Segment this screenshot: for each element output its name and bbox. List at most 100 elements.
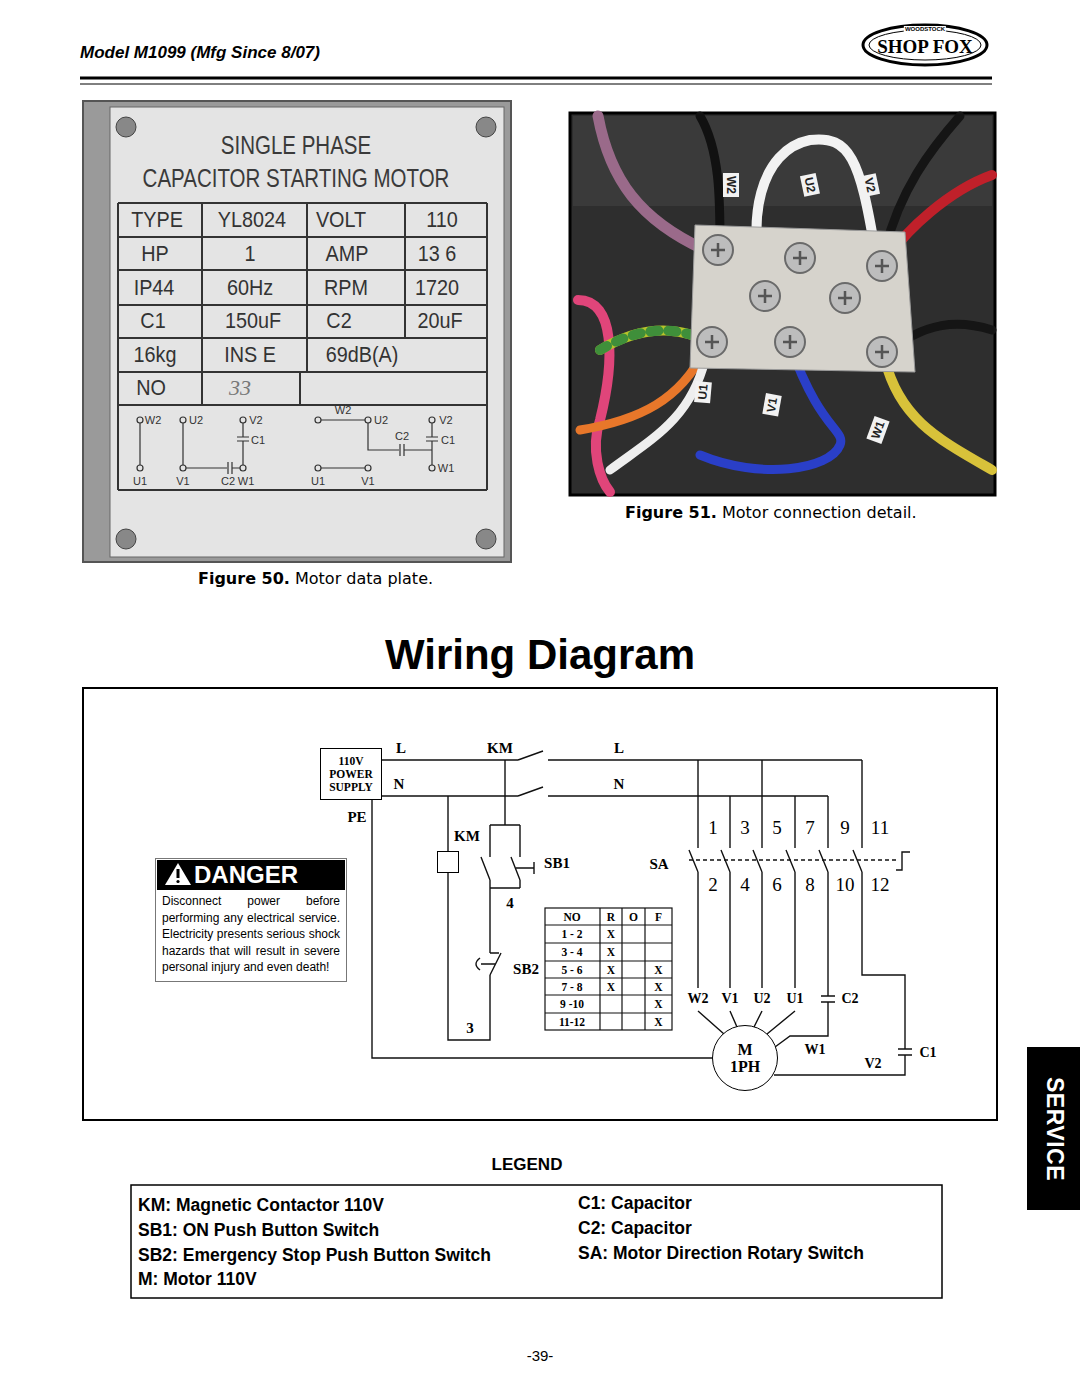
plate-cell: 20uF xyxy=(417,308,462,334)
motor-data-plate xyxy=(137,417,438,474)
plate-cell: RPM xyxy=(324,275,368,301)
table-cell: X xyxy=(654,1016,662,1028)
switch-contact-number: 5 xyxy=(772,817,782,839)
motor-connection-photo xyxy=(885,360,992,470)
plate-cell: HP xyxy=(141,241,169,267)
plate-heading: SINGLE PHASE xyxy=(221,131,371,160)
plate-cell: 1 xyxy=(244,241,255,267)
terminal-label: C1 xyxy=(919,1045,936,1061)
plate-cell: 33 xyxy=(229,375,251,401)
legend-entry: C2: Capacitor xyxy=(578,1218,692,1239)
switch-contact-number: 8 xyxy=(805,874,815,896)
switch-contact-number: 10 xyxy=(836,874,855,896)
terminal-label: V1 xyxy=(721,991,738,1007)
danger-text: Disconnect power before performing any e… xyxy=(162,893,340,976)
plate-terminal-label: W2 xyxy=(145,414,162,426)
legend-entry: SB2: Emergency Stop Push Button Switch xyxy=(138,1245,491,1266)
table-cell: 3 - 4 xyxy=(561,946,582,958)
motor-data-plate xyxy=(315,417,321,423)
table-cell: X xyxy=(654,998,662,1010)
section-tab-text: SERVICE xyxy=(1040,1076,1067,1180)
table-cell: X xyxy=(607,946,615,958)
motor-symbol: M xyxy=(737,1041,752,1058)
legend-entry: KM: Magnetic Contactor 110V xyxy=(138,1195,384,1216)
motor-data-plate xyxy=(110,107,504,557)
motor-data-plate xyxy=(118,203,487,490)
wire-marker: U1 xyxy=(694,381,712,404)
danger-header-bar xyxy=(177,869,180,878)
wire-label: 4 xyxy=(506,895,514,912)
motor-connection-photo xyxy=(758,289,852,305)
plate-terminal-label: C1 xyxy=(441,434,455,446)
brand-logo-badge xyxy=(863,25,987,65)
wiring-circuit xyxy=(753,760,762,988)
legend-entry: SA: Motor Direction Rotary Switch xyxy=(578,1243,864,1264)
motor-connection-photo xyxy=(690,225,915,372)
plate-terminal-label: U1 xyxy=(133,475,147,487)
wire-marker: U2 xyxy=(800,173,820,197)
motor-connection-photo xyxy=(705,243,889,359)
wiring-circuit xyxy=(896,852,910,870)
terminal-label: U2 xyxy=(753,991,770,1007)
plate-cell: IP44 xyxy=(134,275,175,301)
plate-cell: C1 xyxy=(140,308,165,334)
motor-circle: M1PH xyxy=(712,1025,778,1091)
table-cell: X xyxy=(607,928,615,940)
plate-terminal-label: U1 xyxy=(311,475,325,487)
legend-frame xyxy=(131,1185,942,1298)
terminal-label: C2 xyxy=(841,991,858,1007)
motor-data-plate xyxy=(116,117,136,137)
plate-cell: 110 xyxy=(426,207,458,233)
plate-terminal-label: V2 xyxy=(439,414,452,426)
plate-cell: TYPE xyxy=(131,207,183,233)
motor-data-plate xyxy=(137,465,143,471)
brand-logo-badge xyxy=(863,25,987,65)
table-cell: R xyxy=(607,911,615,923)
switch-contact-number: 6 xyxy=(772,874,782,896)
brand-logo: SHOP FOX xyxy=(877,36,973,58)
table-cell: 11-12 xyxy=(559,1016,585,1028)
contact-table-grid xyxy=(545,908,672,1030)
table-cell: 1 - 2 xyxy=(561,928,582,940)
motor-data-plate xyxy=(476,529,496,549)
wire-marker: W1 xyxy=(866,416,889,444)
switch-contact-number: 12 xyxy=(871,874,890,896)
plate-cell: NO xyxy=(136,375,166,401)
power-supply-label: 110V POWER SUPPLY xyxy=(321,755,381,794)
wire-label: SB2 xyxy=(513,961,539,978)
wire-label: L xyxy=(614,740,624,757)
contactor-coil: KM xyxy=(437,851,459,873)
motor-data-plate xyxy=(180,465,186,471)
plate-cell: YL8024 xyxy=(218,207,286,233)
wiring-circuit xyxy=(819,796,828,996)
header-rule xyxy=(80,84,992,85)
wiring-circuit xyxy=(448,760,520,1040)
motor-connection-photo xyxy=(570,113,995,495)
motor-data-plate xyxy=(83,101,511,562)
motor-data-plate xyxy=(118,203,487,490)
danger-header-bar xyxy=(165,863,191,885)
wiring-diagram-frame xyxy=(83,688,997,1120)
contact-table-grid xyxy=(600,908,645,1030)
terminal-label: W1 xyxy=(805,1042,826,1058)
switch-contact-number: 9 xyxy=(840,817,850,839)
wiring-diagram-frame xyxy=(83,688,997,1120)
page-number: -39- xyxy=(527,1347,554,1364)
motor-data-plate xyxy=(240,465,246,471)
wiring-circuit xyxy=(721,796,730,988)
motor-connection-photo xyxy=(711,243,889,273)
wire-label: L xyxy=(396,740,406,757)
coil-label: KM xyxy=(454,828,480,845)
motor-connection-photo xyxy=(610,360,705,470)
plate-terminal-label: W1 xyxy=(238,475,255,487)
wiring-circuit xyxy=(476,958,495,970)
switch-contact-number: 2 xyxy=(708,874,718,896)
brand-logo-badge xyxy=(869,30,981,60)
ground-wire xyxy=(372,800,712,1058)
table-cell: X xyxy=(607,964,615,976)
motor-data-plate xyxy=(476,117,496,137)
wiring-circuit xyxy=(382,751,912,1075)
table-cell: F xyxy=(655,911,662,923)
motor-data-plate xyxy=(137,417,143,423)
header-rule xyxy=(80,78,992,84)
